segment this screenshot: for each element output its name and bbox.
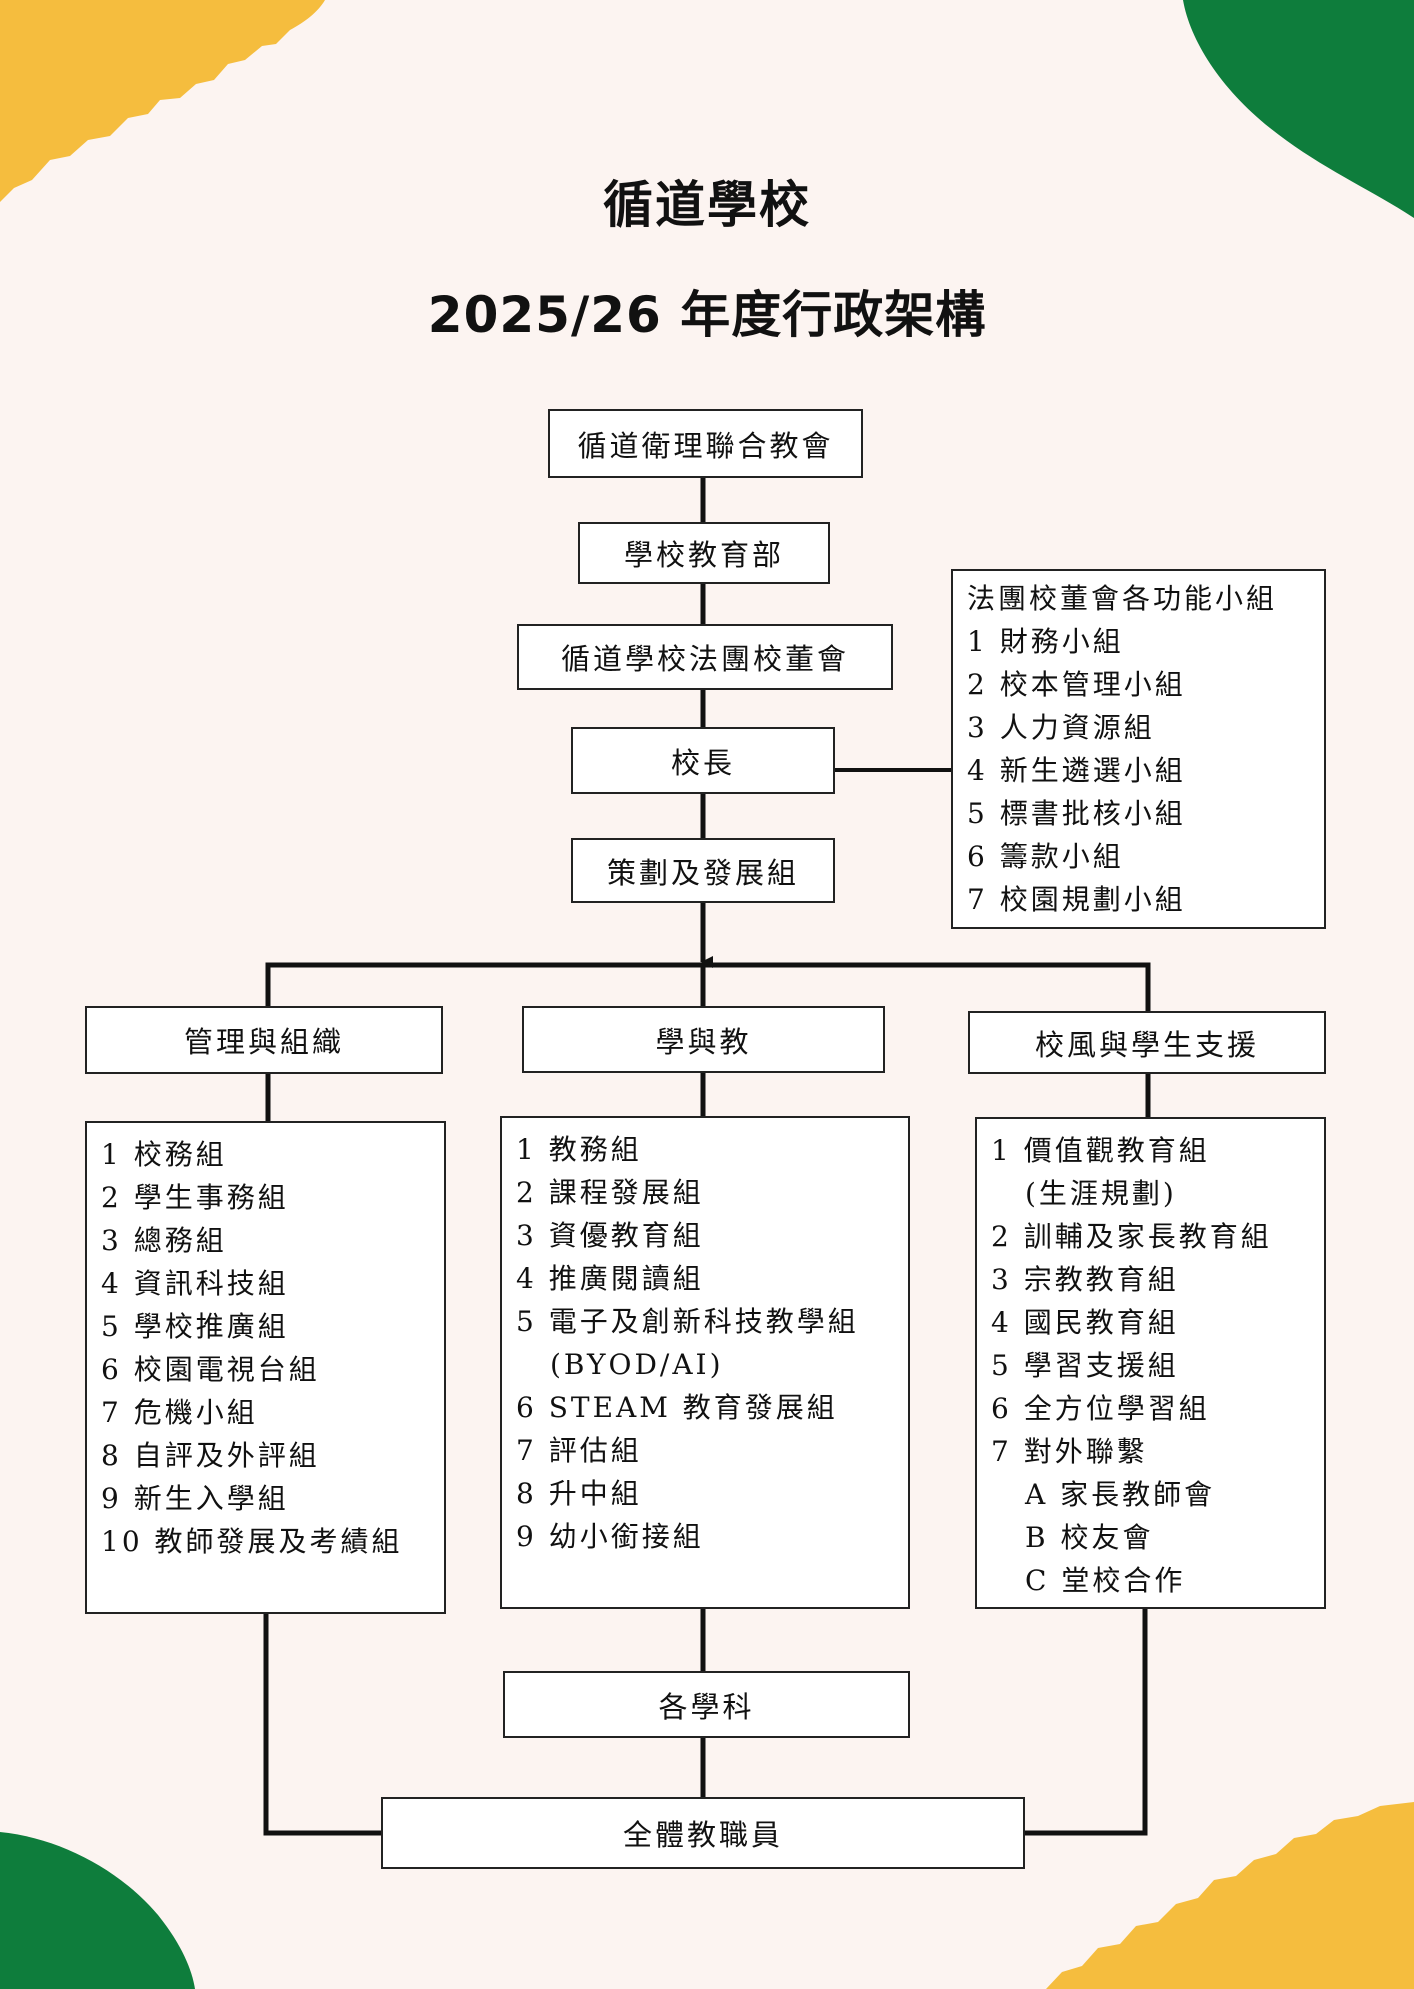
teaching-list-item: 3 資優教育組	[516, 1219, 704, 1252]
management-list-box: 1 校務組 2 學生事務組 3 總務組 4 資訊科技組 5 學校推廣組 6 校園…	[85, 1121, 446, 1614]
teaching-list-item: 2 課程發展組	[516, 1176, 704, 1209]
management-list-item: 10 教師發展及考績組	[101, 1525, 403, 1558]
board-group-item: 3 人力資源組	[967, 711, 1155, 744]
management-list-item: 6 校園電視台組	[101, 1353, 320, 1386]
support-list-subitem: A 家長教師會	[1025, 1478, 1216, 1511]
node-planning: 策劃及發展組	[571, 838, 835, 903]
node-ethos-support: 校風與學生支援	[968, 1011, 1326, 1074]
support-list-item-continuation: (生涯規劃)	[1025, 1177, 1177, 1210]
teaching-list-item-continuation: (BYOD/AI)	[550, 1348, 724, 1381]
teaching-list-item: 6 STEAM 教育發展組	[516, 1391, 838, 1424]
support-list-item: 6 全方位學習組	[991, 1392, 1210, 1425]
board-groups-heading: 法團校董會各功能小組	[967, 582, 1278, 615]
teaching-list-item: 1 教務組	[516, 1133, 642, 1166]
node-subjects: 各學科	[503, 1671, 910, 1738]
management-list-item: 7 危機小組	[101, 1396, 258, 1429]
node-school-board: 循道學校法團校董會	[517, 624, 893, 690]
node-principal: 校長	[571, 727, 835, 794]
support-list-subitem: C 堂校合作	[1025, 1564, 1186, 1597]
board-group-item: 5 標書批核小組	[967, 797, 1186, 830]
connector-support-to-staff	[1025, 1609, 1148, 1836]
management-list-item: 8 自評及外評組	[101, 1439, 320, 1472]
page-title-year: 2025/26 年度行政架構	[427, 286, 987, 344]
connector-management-to-staff	[263, 1614, 381, 1836]
support-list-item: 4 國民教育組	[991, 1306, 1179, 1339]
board-group-item: 1 財務小組	[967, 625, 1124, 658]
management-list-item: 3 總務組	[101, 1224, 227, 1257]
top-left-yellow-blob	[0, 0, 325, 202]
management-list-item: 2 學生事務組	[101, 1181, 289, 1214]
support-list-subitem: B 校友會	[1025, 1521, 1154, 1554]
management-list-item: 1 校務組	[101, 1138, 227, 1171]
support-list-item: 3 宗教教育組	[991, 1263, 1179, 1296]
board-group-item: 4 新生遴選小組	[967, 754, 1186, 787]
board-group-item: 7 校園規劃小組	[967, 883, 1186, 916]
bottom-right-yellow-blob	[1046, 1802, 1414, 1989]
support-list-item: 1 價值觀教育組	[991, 1134, 1210, 1167]
support-list-item: 5 學習支援組	[991, 1349, 1179, 1382]
page-title-school: 循道學校	[603, 176, 811, 234]
management-list-item: 9 新生入學組	[101, 1482, 289, 1515]
support-list-item: 2 訓輔及家長教育組	[991, 1220, 1272, 1253]
teaching-list-item: 4 推廣閱讀組	[516, 1262, 704, 1295]
board-group-item: 2 校本管理小組	[967, 668, 1186, 701]
teaching-list-box: 1 教務組 2 課程發展組 3 資優教育組 4 推廣閱讀組 5 電子及創新科技教…	[500, 1116, 910, 1609]
teaching-list-item: 8 升中組	[516, 1477, 642, 1510]
teaching-list-item: 5 電子及創新科技教學組	[516, 1305, 859, 1338]
support-list-box: 1 價值觀教育組 (生涯規劃) 2 訓輔及家長教育組 3 宗教教育組 4 國民教…	[975, 1117, 1326, 1609]
management-list-item: 4 資訊科技組	[101, 1267, 289, 1300]
board-groups-box: 法團校董會各功能小組 1 財務小組 2 校本管理小組 3 人力資源組 4 新生遴…	[951, 569, 1326, 929]
node-united-church: 循道衛理聯合教會	[548, 409, 863, 478]
teaching-list-item: 7 評估組	[516, 1434, 642, 1467]
node-all-staff: 全體教職員	[381, 1797, 1025, 1869]
management-list-item: 5 學校推廣組	[101, 1310, 289, 1343]
node-learning-teaching: 學與教	[522, 1006, 885, 1073]
bottom-left-green-blob	[0, 1832, 195, 1989]
support-list-item: 7 對外聯繫	[991, 1435, 1148, 1468]
node-education-dept: 學校教育部	[578, 522, 830, 584]
teaching-list-item: 9 幼小銜接組	[516, 1520, 704, 1553]
node-management: 管理與組織	[85, 1006, 443, 1074]
top-right-green-blob	[1183, 0, 1414, 218]
connector-branch-bus	[265, 962, 1151, 1011]
board-group-item: 6 籌款小組	[967, 840, 1124, 873]
